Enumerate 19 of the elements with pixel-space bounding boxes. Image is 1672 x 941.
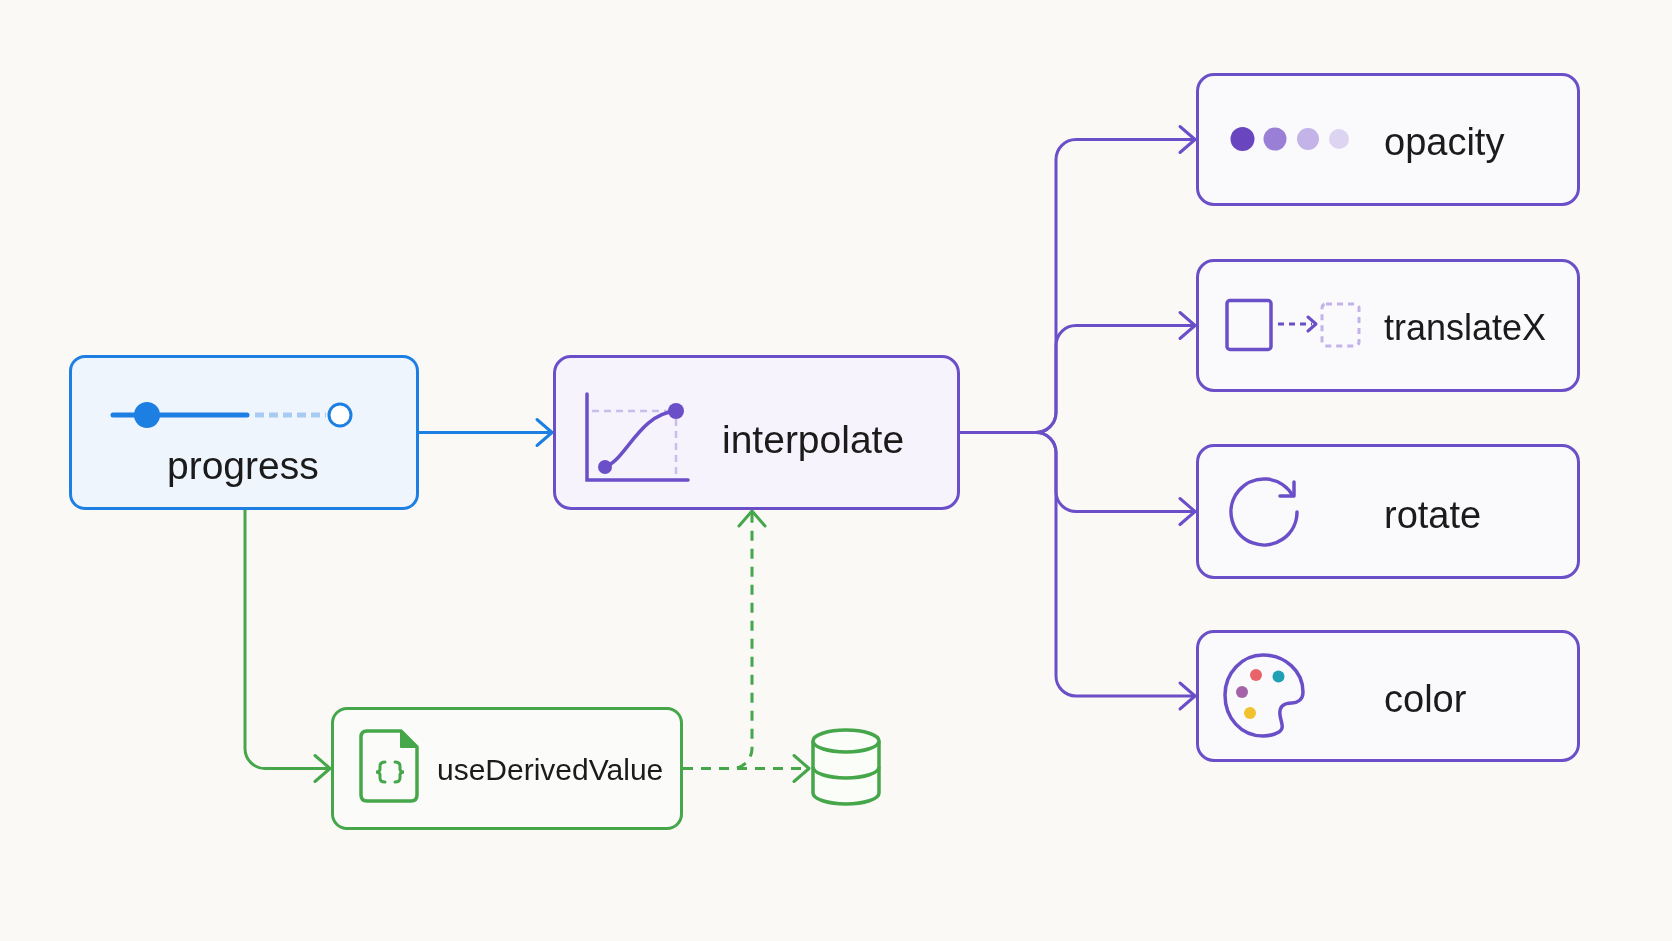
process-box xyxy=(1196,259,1580,392)
process-box xyxy=(1196,73,1580,206)
process-box xyxy=(553,355,960,510)
dashed-arrow xyxy=(683,509,767,770)
node-label: progress xyxy=(167,443,319,489)
node-label: opacity xyxy=(1384,121,1505,165)
arrow xyxy=(419,418,554,447)
node-label: interpolate xyxy=(722,417,905,463)
arrow xyxy=(960,431,1197,711)
node-label: color xyxy=(1384,678,1467,722)
node-label: translateX xyxy=(1384,307,1547,349)
database-cylinder xyxy=(810,728,882,806)
node-label: rotate xyxy=(1384,494,1482,538)
process-box xyxy=(331,707,683,830)
node-label: useDerivedValue xyxy=(437,752,664,788)
process-box xyxy=(69,355,419,510)
arrow xyxy=(243,510,332,783)
process-box xyxy=(1196,444,1580,579)
process-box xyxy=(1196,630,1580,762)
